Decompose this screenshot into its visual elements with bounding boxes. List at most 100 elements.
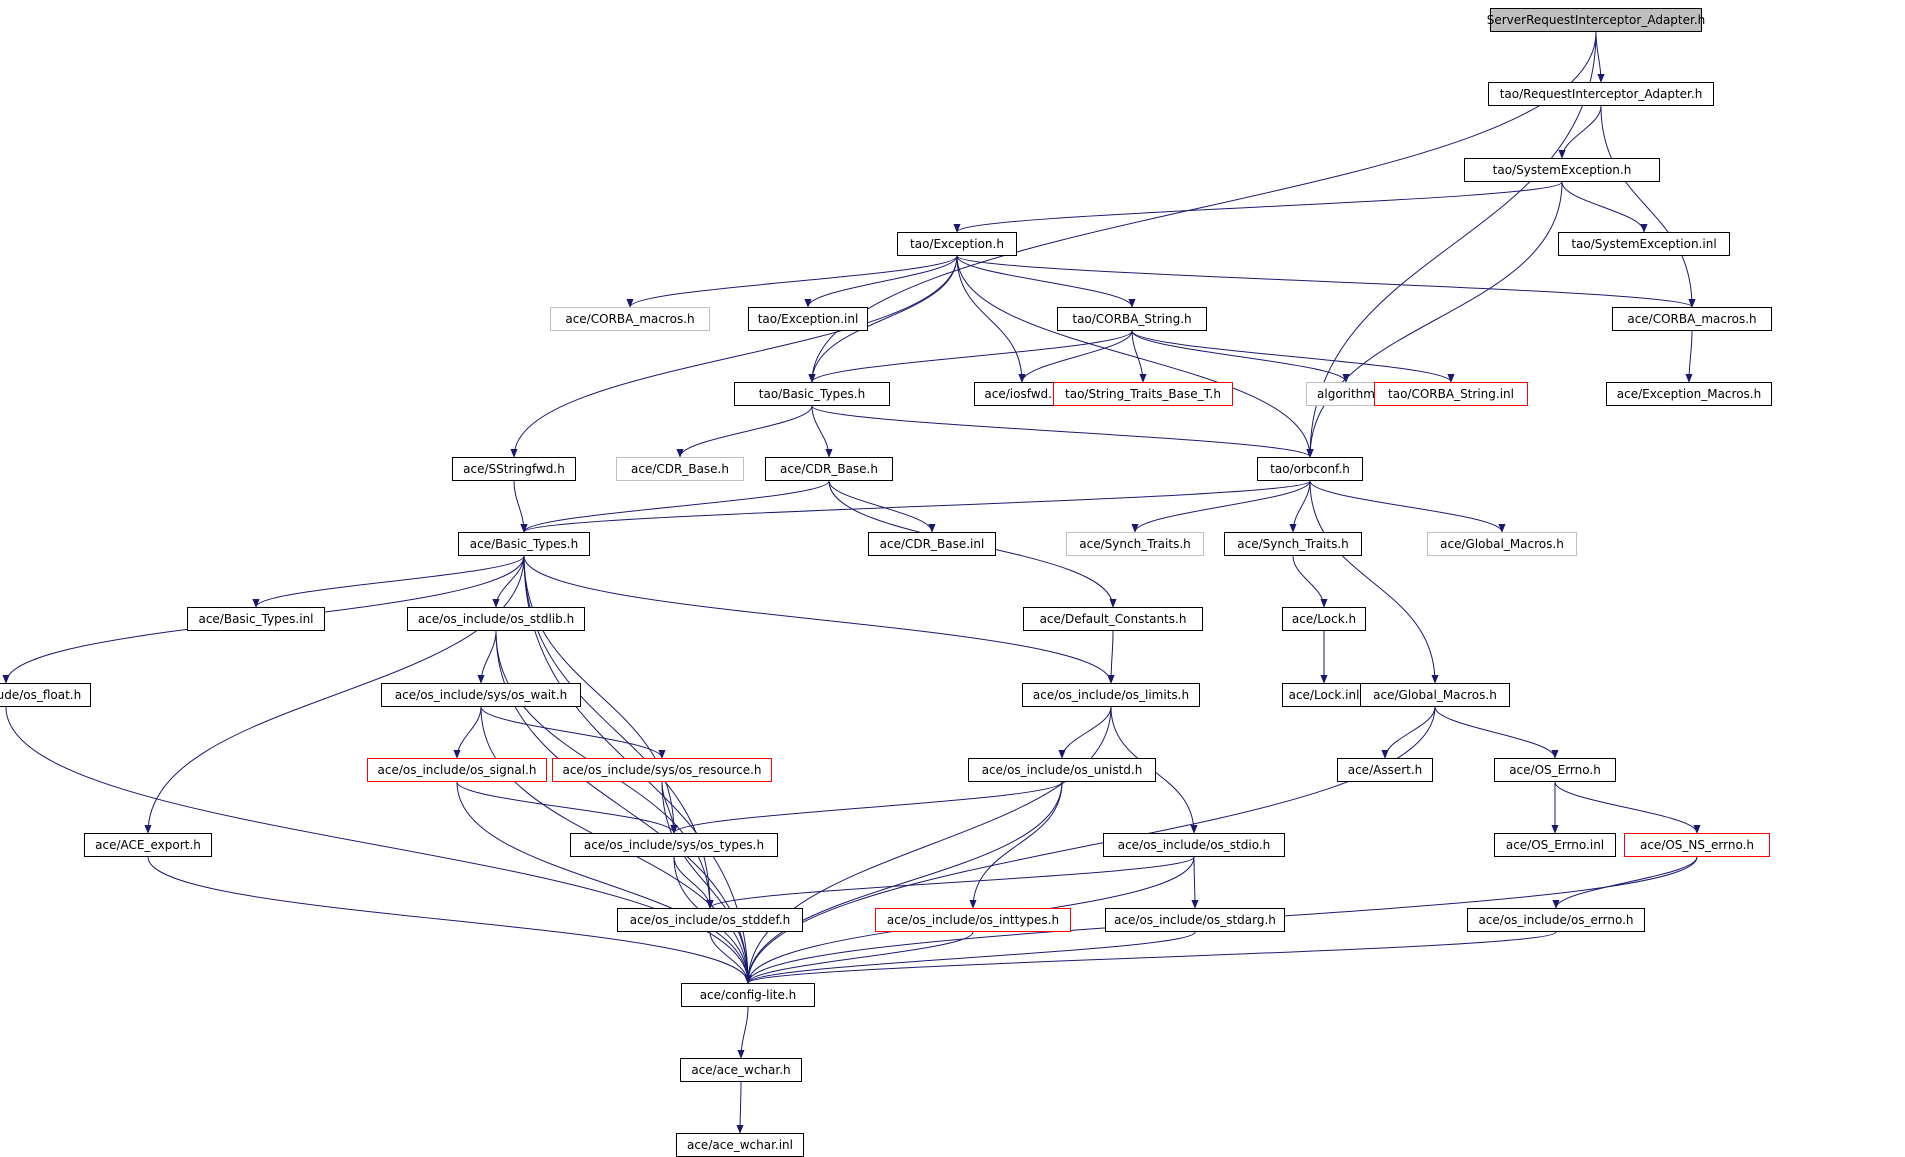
edge-stdio-to-stddef xyxy=(706,856,1195,909)
node-corbastring[interactable]: tao/CORBA_String.h xyxy=(1057,307,1207,331)
edge-ria-to-corbamacros xyxy=(1600,105,1696,308)
edge-exc-to-basictypes_tao xyxy=(808,255,958,383)
edge-limits-to-configlite xyxy=(744,706,1112,984)
node-orbconf[interactable]: tao/orbconf.h xyxy=(1257,457,1363,481)
edge-corbastring-to-iosfwd xyxy=(1018,330,1133,383)
edge-exc-to-corbastring xyxy=(956,255,1136,308)
node-exc[interactable]: tao/Exception.h xyxy=(897,232,1017,256)
edge-orbconf-to-globalmacros xyxy=(1309,480,1439,684)
node-synch[interactable]: ace/Synch_Traits.h xyxy=(1224,532,1362,556)
edge-corbastring-to-algorithm xyxy=(1131,330,1350,383)
node-root: ServerRequestInterceptor_Adapter.h xyxy=(1487,8,1705,32)
edge-resource-to-configlite xyxy=(661,781,752,984)
edge-exc-to-excinl xyxy=(804,255,958,308)
edge-basictypes_tao-to-orbconf xyxy=(811,405,1314,458)
edge-basictypes-to-stdlib xyxy=(492,555,525,608)
node-synch-g: ace/Synch_Traits.h xyxy=(1066,532,1204,556)
edge-orbconf-to-basictypes xyxy=(520,480,1311,533)
edge-exc-to-corbamacros_g xyxy=(626,255,958,308)
node-sstringfwd[interactable]: ace/SStringfwd.h xyxy=(452,457,576,481)
edge-exc-to-orbconf xyxy=(956,255,1314,458)
edge-sysexc-to-orbconf xyxy=(1306,181,1563,458)
node-globalmacros-g: ace/Global_Macros.h xyxy=(1427,532,1577,556)
node-corbastringinl[interactable]: tao/CORBA_String.inl xyxy=(1374,382,1528,406)
node-cdrbase[interactable]: ace/CDR_Base.h xyxy=(765,457,893,481)
edge-configlite-to-wchar xyxy=(737,1006,749,1059)
edge-stdarg-to-configlite xyxy=(744,931,1196,984)
edge-sysexc-to-sysexcinl xyxy=(1561,181,1648,233)
node-float[interactable]: ace/os_include/os_float.h xyxy=(0,683,91,707)
node-sysexcinl[interactable]: tao/SystemException.inl xyxy=(1558,232,1730,256)
edge-ria-to-sysexc xyxy=(1558,105,1602,159)
edge-cdrbase-to-basictypes xyxy=(520,480,830,533)
node-wait[interactable]: ace/os_include/sys/os_wait.h xyxy=(381,683,581,707)
edge-corbastring-to-basictypes_tao xyxy=(808,330,1133,383)
node-oserrno[interactable]: ace/OS_Errno.h xyxy=(1494,758,1616,782)
node-defconst[interactable]: ace/Default_Constants.h xyxy=(1023,607,1203,631)
edge-globalmacros-to-configlite xyxy=(744,706,1436,984)
node-assert[interactable]: ace/Assert.h xyxy=(1337,758,1433,782)
node-basictypesinl[interactable]: ace/Basic_Types.inl xyxy=(187,607,325,631)
edge-defconst-to-limits xyxy=(1107,630,1115,684)
edge-synch-to-lock xyxy=(1292,555,1328,608)
node-basictypes[interactable]: ace/Basic_Types.h xyxy=(458,532,590,556)
edge-wait-to-resource xyxy=(480,706,666,759)
node-stdio[interactable]: ace/os_include/os_stdio.h xyxy=(1103,833,1285,857)
node-stdarg[interactable]: ace/os_include/os_stdarg.h xyxy=(1105,908,1285,932)
edge-exc-to-corbamacros xyxy=(956,255,1696,308)
node-wcharinl[interactable]: ace/ace_wchar.inl xyxy=(676,1133,804,1157)
edge-unistd-to-types xyxy=(670,781,1063,834)
node-corbamacros[interactable]: ace/CORBA_macros.h xyxy=(1612,307,1772,331)
edge-corbastring-to-strtraits xyxy=(1131,330,1147,383)
node-nserrno[interactable]: ace/OS_NS_errno.h xyxy=(1624,833,1770,857)
edge-root-to-ria xyxy=(1595,31,1605,83)
edge-orbconf-to-synch_g xyxy=(1131,480,1311,533)
node-sysexc[interactable]: tao/SystemException.h xyxy=(1464,158,1660,182)
node-stdlib[interactable]: ace/os_include/os_stdlib.h xyxy=(407,607,585,631)
node-lock[interactable]: ace/Lock.h xyxy=(1282,607,1366,631)
node-unistd[interactable]: ace/os_include/os_unistd.h xyxy=(968,758,1156,782)
node-stddef[interactable]: ace/os_include/os_stddef.h xyxy=(617,908,803,932)
edge-wchar-to-wcharinl xyxy=(736,1081,744,1134)
node-algorithm: algorithm xyxy=(1306,382,1386,406)
edge-orbconf-to-globalmacros_g xyxy=(1309,480,1506,533)
node-limits[interactable]: ace/os_include/os_limits.h xyxy=(1022,683,1200,707)
node-ria[interactable]: tao/RequestInterceptor_Adapter.h xyxy=(1488,82,1714,106)
edge-oserrno-to-nserrno xyxy=(1554,781,1701,834)
node-signal[interactable]: ace/os_include/os_signal.h xyxy=(367,758,547,782)
node-lockinl[interactable]: ace/Lock.inl xyxy=(1282,683,1366,707)
node-basictypes-tao[interactable]: tao/Basic_Types.h xyxy=(734,382,890,406)
edge-aceexport-to-configlite xyxy=(147,856,752,984)
node-aceexport[interactable]: ace/ACE_export.h xyxy=(84,833,212,857)
edge-orbconf-to-synch xyxy=(1289,480,1311,533)
node-inttypes[interactable]: ace/os_include/os_inttypes.h xyxy=(875,908,1071,932)
edge-root-to-orbconf xyxy=(1306,31,1597,458)
edge-stdlib-to-wait xyxy=(477,630,497,684)
node-globalmacros[interactable]: ace/Global_Macros.h xyxy=(1360,683,1510,707)
node-errno[interactable]: ace/os_include/os_errno.h xyxy=(1467,908,1645,932)
node-excmacros[interactable]: ace/Exception_Macros.h xyxy=(1606,382,1772,406)
node-excinl[interactable]: tao/Exception.inl xyxy=(748,307,868,331)
edge-basictypes-to-limits xyxy=(523,555,1115,684)
edge-signal-to-configlite xyxy=(456,781,752,984)
node-corbamacros-g: ace/CORBA_macros.h xyxy=(550,307,710,331)
edge-cdrbase-to-cdrbaseinl xyxy=(828,480,936,533)
node-resource[interactable]: ace/os_include/sys/os_resource.h xyxy=(552,758,772,782)
edge-wait-to-signal xyxy=(453,706,482,759)
edge-sysexc-to-exc xyxy=(953,181,1563,233)
edge-globalmacros-to-oserrno xyxy=(1434,706,1559,759)
edge-basictypes_tao-to-cdrbase xyxy=(811,405,833,458)
node-types[interactable]: ace/os_include/sys/os_types.h xyxy=(570,833,778,857)
node-wchar[interactable]: ace/ace_wchar.h xyxy=(680,1058,802,1082)
node-configlite[interactable]: ace/config-lite.h xyxy=(681,983,815,1007)
edge-sstringfwd-to-basictypes xyxy=(513,480,528,533)
dependency-edges xyxy=(2,31,1701,1134)
node-cdrbaseinl[interactable]: ace/CDR_Base.inl xyxy=(868,532,996,556)
edge-signal-to-types xyxy=(456,781,678,834)
edge-stdio-to-stdarg xyxy=(1191,856,1199,909)
node-strtraits[interactable]: tao/String_Traits_Base_T.h xyxy=(1053,382,1233,406)
node-oserrnoinl[interactable]: ace/OS_Errno.inl xyxy=(1494,833,1616,857)
edge-exc-to-iosfwd xyxy=(956,255,1026,383)
edge-limits-to-unistd xyxy=(1058,706,1112,759)
